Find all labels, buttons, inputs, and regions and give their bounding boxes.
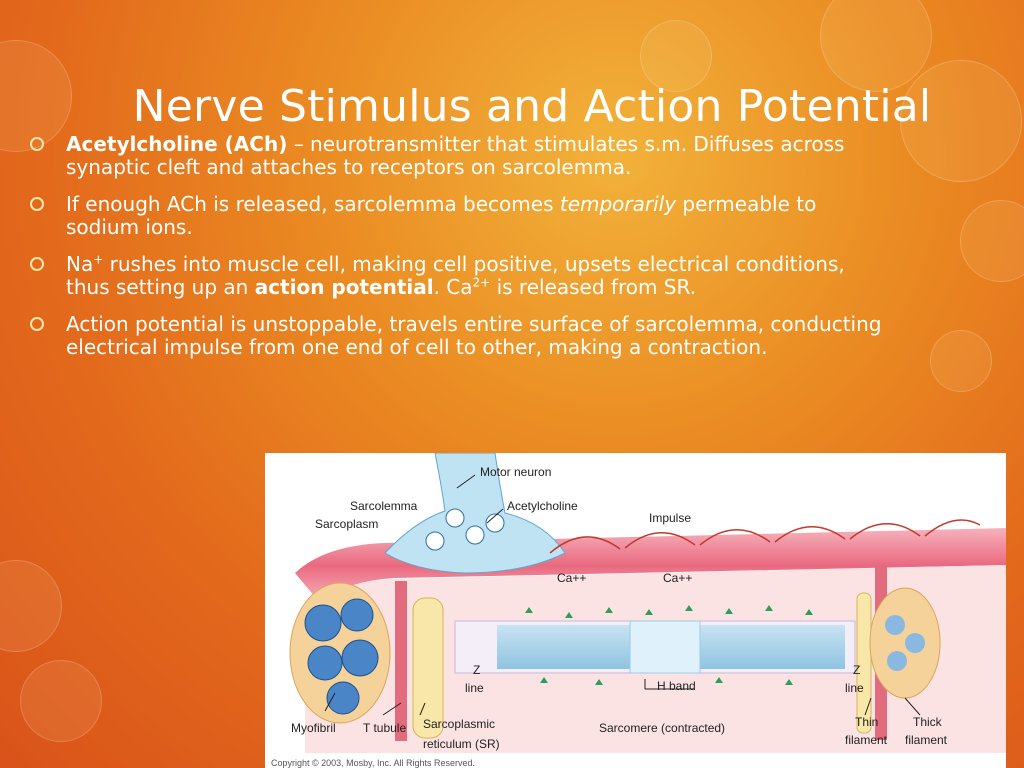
label-sarcoplasm: Sarcoplasm	[315, 517, 379, 531]
label-impulse: Impulse	[649, 511, 692, 525]
label-thin-filament-2: filament	[845, 733, 888, 747]
bullet-item: Na+ rushes into muscle cell, making cell…	[30, 253, 890, 299]
bullet-circle-icon	[30, 317, 44, 331]
bullet-list: Acetylcholine (ACh) – neurotransmitter t…	[30, 133, 890, 373]
label-sarcomere: Sarcomere (contracted)	[599, 721, 726, 735]
label-z-line-left-2: line	[465, 681, 484, 695]
label-thick-filament-2: filament	[905, 733, 948, 747]
slide-title: Nerve Stimulus and Action Potential	[132, 81, 932, 133]
bullet-text: . Ca	[433, 275, 473, 299]
label-h-band: H band	[657, 679, 696, 693]
bullet-text: If enough ACh is released, sarcolemma be…	[66, 192, 560, 216]
bullet-text: permeable to sodium ions.	[66, 192, 817, 239]
bullet-text: is released from SR.	[490, 275, 697, 299]
label-sarcolemma: Sarcolemma	[350, 499, 418, 513]
label-acetylcholine: Acetylcholine	[507, 499, 578, 513]
bullet-item: Action potential is unstoppable, travels…	[30, 313, 890, 359]
h-band-region	[629, 620, 701, 674]
filaments-right	[685, 625, 845, 669]
bullet-bold-term: action potential	[254, 275, 434, 299]
bullet-text: Na	[66, 252, 94, 276]
superscript: +	[93, 252, 104, 267]
label-ca-2: Ca++	[663, 571, 693, 585]
muscle-fiber-diagram	[289, 453, 1006, 753]
label-t-tubule: T tubule	[363, 721, 407, 735]
bullet-text: Action potential is unstoppable, travels…	[66, 312, 882, 359]
label-motor-neuron: Motor neuron	[480, 465, 552, 479]
bullet-text: – neurotransmitter that stimulates s.m. …	[66, 132, 845, 179]
label-sr-2: reticulum (SR)	[423, 737, 500, 751]
label-z-line-left: Z	[473, 663, 481, 677]
label-ca-1: Ca++	[557, 571, 587, 585]
bullet-item: Acetylcholine (ACh) – neurotransmitter t…	[30, 133, 890, 179]
bullet-italic: temporarily	[559, 192, 677, 216]
bullet-bold-term: Acetylcholine (ACh)	[66, 132, 288, 156]
label-z-line-right-2: line	[845, 681, 864, 695]
bullet-circle-icon	[30, 137, 44, 151]
label-myofibril: Myofibril	[291, 721, 336, 735]
bullet-item: If enough ACh is released, sarcolemma be…	[30, 193, 890, 239]
figure-copyright: Copyright © 2003, Mosby, Inc. All Rights…	[271, 758, 476, 768]
bullet-circle-icon	[30, 257, 44, 271]
bullet-text: rushes into muscle cell, making cell pos…	[66, 252, 845, 299]
superscript: 2+	[472, 275, 491, 290]
label-thick-filament: Thick	[913, 715, 942, 729]
bullet-circle-icon	[30, 197, 44, 211]
muscle-fiber-figure: Motor neuron Sarcolemma Acetylcholine Sa…	[265, 453, 1006, 768]
t-tubule	[395, 581, 407, 741]
label-thin-filament: Thin	[855, 715, 879, 729]
label-z-line-right: Z	[853, 663, 861, 677]
label-sr-1: Sarcoplasmic	[423, 717, 496, 731]
